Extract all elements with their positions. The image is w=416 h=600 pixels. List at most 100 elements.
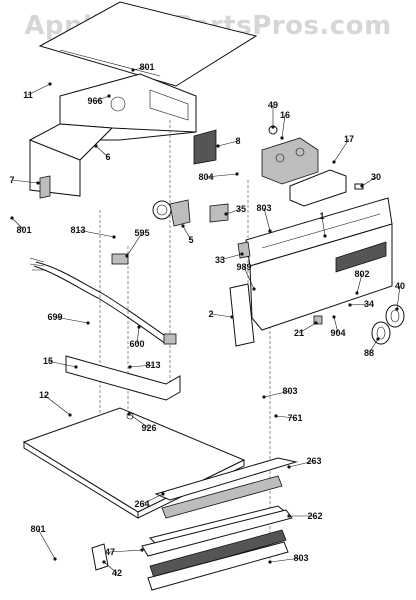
leader-line-p264 — [141, 493, 164, 505]
leader-dot-p804 — [235, 172, 239, 176]
top-cover-panel — [38, 1, 258, 87]
leader-dot-p16 — [280, 136, 284, 140]
leader-line-p2 — [210, 313, 233, 318]
part-label-p699: 699 — [47, 312, 62, 322]
part-label-p801c: 801 — [30, 524, 45, 534]
leader-line-p804 — [205, 173, 238, 178]
part-label-p2: 2 — [208, 309, 213, 319]
clamp-595 — [111, 253, 129, 265]
motor-assembly — [152, 199, 191, 227]
switch-35 — [209, 203, 229, 223]
leader-dot-p813a — [112, 235, 116, 239]
leader-line-p595 — [126, 232, 143, 257]
leader-dot-p42 — [102, 560, 106, 564]
part-label-p801a: 801 — [139, 62, 154, 72]
leader-line-p699 — [54, 316, 89, 324]
leader-line-p35 — [225, 208, 242, 215]
leader-line-p803a — [263, 207, 271, 232]
part-label-p262: 262 — [307, 511, 322, 521]
leader-dot-p262 — [287, 514, 291, 518]
leader-dot-p47 — [140, 548, 144, 552]
clip-21 — [313, 315, 323, 325]
leader-dot-p15 — [74, 365, 78, 369]
leader-line-p966 — [94, 95, 110, 102]
leader-dot-p7 — [36, 181, 40, 185]
kickplate — [141, 509, 293, 591]
leader-line-p30 — [361, 176, 377, 187]
leader-dot-p600 — [137, 325, 141, 329]
leader-dot-p263 — [287, 465, 291, 469]
leader-line-p263 — [288, 460, 315, 468]
part-label-p989: 989 — [236, 262, 251, 272]
leader-line-p802 — [356, 273, 363, 294]
leader-dot-p11 — [48, 82, 52, 86]
part-label-p17: 17 — [344, 134, 354, 144]
leader-dot-p35 — [224, 212, 228, 216]
leader-dot-p88 — [376, 337, 380, 341]
leader-lines — [10, 66, 401, 574]
leader-dot-p2 — [230, 315, 234, 319]
leader-dot-p30 — [360, 184, 364, 188]
vent-grille — [193, 129, 217, 165]
part-label-p813b: 813 — [145, 360, 160, 370]
leader-dot-p40 — [395, 307, 399, 311]
leader-dot-p926 — [127, 412, 131, 416]
leader-dot-p6 — [94, 144, 98, 148]
part-label-p595: 595 — [134, 228, 149, 238]
vent-grille-lower — [161, 475, 283, 519]
leader-dot-p49 — [271, 125, 275, 129]
part-label-p263: 263 — [306, 456, 321, 466]
leader-line-p813b — [129, 364, 154, 368]
part-label-p21: 21 — [294, 328, 304, 338]
leader-line-p801b — [11, 217, 25, 231]
wiring-harness — [29, 257, 177, 345]
control-board — [261, 137, 347, 207]
part-label-p15: 15 — [43, 356, 53, 366]
leader-dot-p801b — [10, 216, 14, 220]
knob-88 — [371, 321, 391, 345]
part-label-p1: 1 — [319, 211, 324, 221]
part-label-p11: 11 — [23, 90, 33, 100]
trim-strip — [229, 283, 255, 347]
part-label-p926: 926 — [141, 423, 156, 433]
leader-dot-p803b — [262, 395, 266, 399]
support-channel — [65, 355, 181, 401]
leader-dot-p904 — [332, 315, 336, 319]
leader-dot-p803c — [268, 560, 272, 564]
part-label-p42: 42 — [112, 568, 122, 578]
part-label-p804: 804 — [198, 172, 213, 182]
leader-dot-p1 — [323, 234, 327, 238]
cabinet-wrapper — [28, 73, 197, 197]
leader-line-p600 — [136, 326, 140, 345]
part-label-p966: 966 — [87, 96, 102, 106]
leader-line-p33 — [219, 253, 243, 261]
part-label-p803c: 803 — [293, 553, 308, 563]
leader-line-p6 — [95, 145, 109, 158]
leader-line-p7 — [11, 179, 39, 184]
leader-line-p803c — [269, 557, 302, 563]
part-label-p12: 12 — [39, 390, 49, 400]
part-label-p600: 600 — [129, 339, 144, 349]
leader-dot-p264 — [161, 492, 165, 496]
part-label-p35: 35 — [236, 204, 246, 214]
leader-dot-p21 — [314, 321, 318, 325]
part-label-p30: 30 — [371, 172, 381, 182]
leader-dot-p8 — [216, 144, 220, 148]
leader-line-p42 — [103, 561, 118, 574]
leader-line-p40 — [396, 285, 401, 310]
leader-line-p904 — [333, 316, 339, 334]
bracket-33 — [237, 241, 251, 259]
part-label-p801b: 801 — [16, 225, 31, 235]
leader-line-p989 — [243, 266, 255, 290]
side-bracket — [39, 175, 51, 199]
leader-line-p5 — [182, 225, 192, 241]
leader-line-p803b — [263, 390, 291, 398]
part-label-p813a: 813 — [70, 225, 85, 235]
leader-line-p761 — [275, 415, 296, 419]
leader-dot-p12 — [68, 413, 72, 417]
leader-dot-p801a — [131, 68, 135, 72]
leader-line-p88 — [368, 338, 379, 354]
leader-line-p12 — [43, 394, 71, 416]
leader-dot-p803a — [268, 229, 272, 233]
